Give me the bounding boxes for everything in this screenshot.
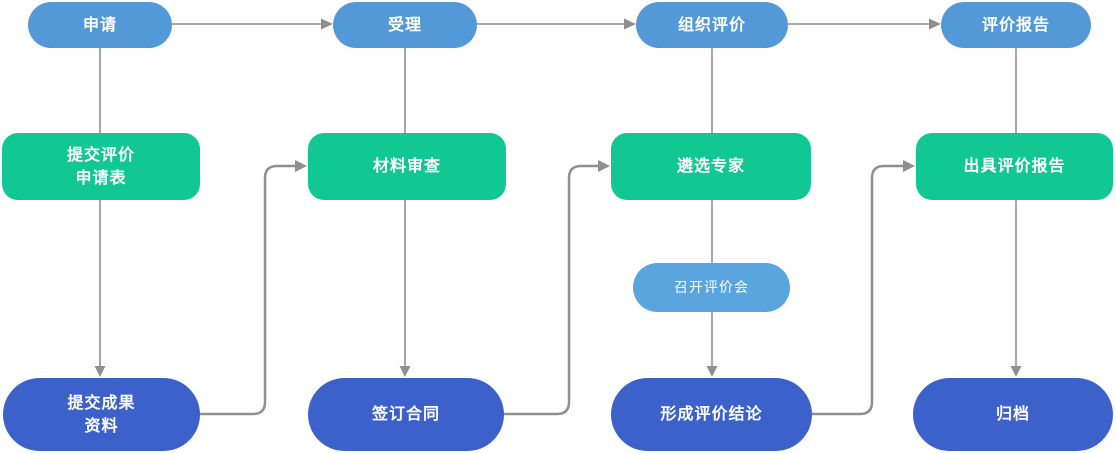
arrow-submitform-to-materials — [94, 200, 106, 377]
node-submit-achievement-materials: 提交成果 资料 — [3, 378, 200, 451]
node-submit-application-form: 提交评价 申请表 — [2, 133, 200, 200]
arrow-contract-to-experts — [504, 160, 610, 416]
arrow-conclusion-to-issue — [812, 160, 915, 416]
node-archive: 归档 — [913, 378, 1113, 451]
arrow-apply-to-accept — [172, 18, 333, 30]
node-organize-evaluation: 组织评价 — [636, 2, 788, 48]
node-evaluation-report: 评价报告 — [941, 2, 1091, 48]
arrow-review-to-contract — [399, 200, 411, 377]
arrow-accept-to-organize — [477, 18, 636, 30]
node-apply: 申请 — [28, 2, 172, 48]
node-select-experts: 遴选专家 — [611, 133, 811, 200]
arrow-materials-to-review — [200, 160, 307, 416]
node-form-evaluation-conclusion: 形成评价结论 — [611, 378, 812, 451]
node-material-review: 材料审查 — [308, 133, 506, 200]
node-hold-evaluation-meeting: 召开评价会 — [633, 263, 790, 312]
arrow-organize-to-report — [788, 18, 941, 30]
arrow-issue-to-archive — [1010, 200, 1022, 377]
node-accept: 受理 — [333, 2, 477, 48]
node-issue-evaluation-report: 出具评价报告 — [916, 133, 1113, 200]
node-sign-contract: 签订合同 — [308, 378, 504, 451]
